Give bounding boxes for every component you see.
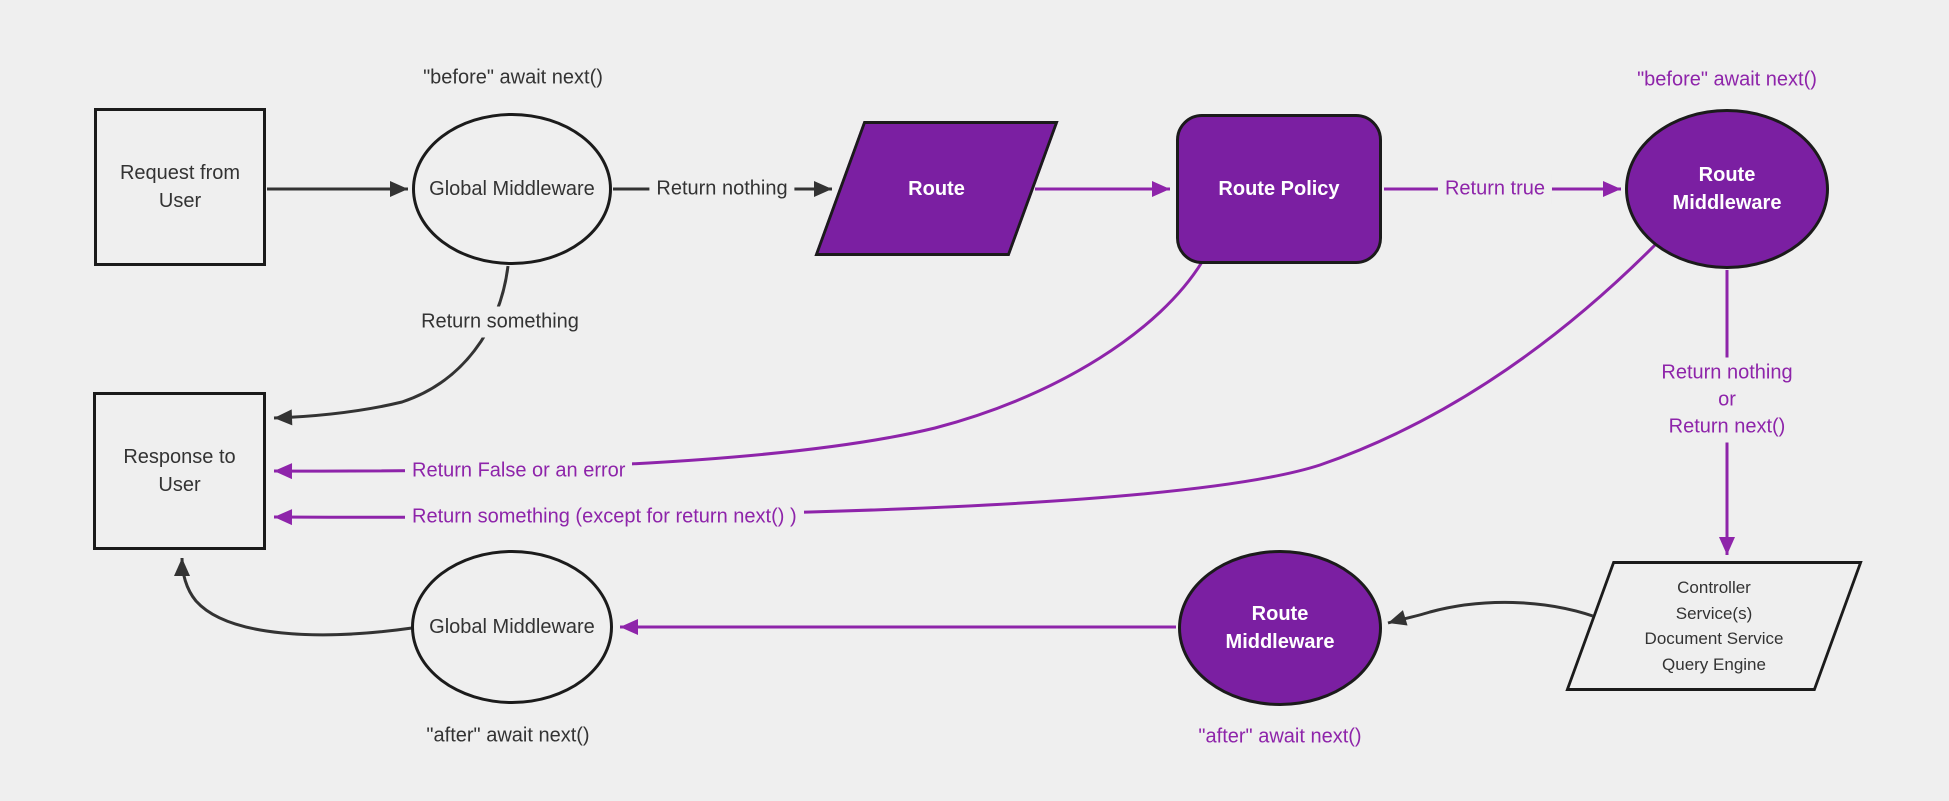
label-return-false-or-error: Return False or an error (405, 455, 633, 487)
node-label: Route Policy (1218, 178, 1340, 200)
node-response-to-user: Response to User (93, 392, 266, 550)
label-return-nothing-or-next: Return nothing or Return next() (1654, 357, 1800, 443)
edge-route-policy-return-false-to-response (273, 261, 1204, 480)
node-controller-services: Controller Service(s) Document Service Q… (1565, 561, 1863, 691)
node-route-middleware-top: Route Middleware (1625, 109, 1829, 269)
label-line: Return nothing (1661, 361, 1793, 384)
node-label: Route Middleware (1225, 603, 1335, 653)
edge-global-middleware-return-something-to-response (273, 265, 510, 426)
label-line: Return next() (1668, 415, 1786, 438)
node-label-line: Document Service (1644, 629, 1784, 648)
edge-global-middleware-bottom-to-response (174, 557, 413, 637)
node-route-policy: Route Policy (1176, 114, 1382, 264)
label-line: or (1718, 388, 1736, 411)
label-after-await-next-global: "after" await next() (419, 720, 597, 752)
label-before-await-next-global: "before" await next() (416, 62, 610, 94)
node-request-from-user: Request from User (94, 108, 266, 266)
node-label: Response to User (123, 446, 236, 496)
label-before-await-next-route: "before" await next() (1630, 64, 1824, 96)
label-return-something: Return something (414, 306, 586, 338)
node-label: Controller Service(s) Document Service Q… (1592, 564, 1836, 688)
node-label: Route Middleware (1672, 164, 1782, 214)
node-label: Request from User (119, 162, 241, 212)
node-label-line: Query Engine (1662, 654, 1766, 674)
label-return-true: Return true (1437, 173, 1553, 205)
label-return-something-except: Return something (except for return next… (405, 501, 804, 533)
label-return-nothing: Return nothing (649, 173, 795, 205)
edge-controller-to-route-middleware-bottom (1387, 600, 1605, 626)
node-global-middleware-top: Global Middleware (412, 113, 612, 265)
node-label: Global Middleware (429, 178, 595, 200)
node-route: Route (814, 121, 1059, 256)
node-label: Route (908, 177, 965, 200)
label-after-await-next-route: "after" await next() (1191, 721, 1369, 753)
node-label: Global Middleware (429, 616, 595, 638)
node-label-line: Service(s) (1675, 603, 1753, 623)
node-label-line: Controller (1677, 578, 1751, 597)
node-route-middleware-bottom: Route Middleware (1178, 550, 1382, 706)
node-global-middleware-bottom: Global Middleware (411, 550, 613, 704)
